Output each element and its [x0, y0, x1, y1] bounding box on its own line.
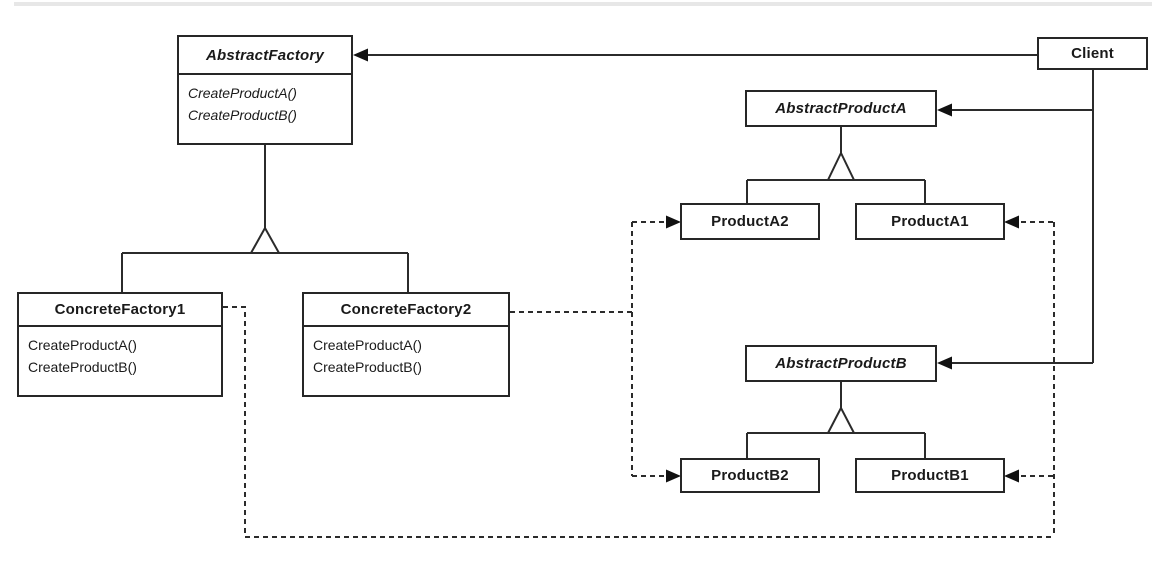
producta-inheritance-connector — [746, 179, 926, 203]
inheritance-triangle-icon — [826, 405, 856, 434]
class-name-producta1: ProductA1 — [891, 213, 969, 230]
class-box-concretefactory1: ConcreteFactory1 CreateProductA() Create… — [17, 292, 223, 397]
class-name-concretefactory1: ConcreteFactory1 — [19, 294, 221, 327]
class-box-abstractfactory: AbstractFactory CreateProductA() CreateP… — [177, 35, 353, 145]
class-name-abstractproducta: AbstractProductA — [775, 100, 907, 117]
class-box-concretefactory2: ConcreteFactory2 CreateProductA() Create… — [302, 292, 510, 397]
concretefactory1-creates-path — [223, 306, 1054, 538]
filled-arrowhead-icon — [1004, 469, 1019, 483]
factories-inheritance-connector — [121, 252, 409, 292]
method-list: CreateProductA() CreateProductB() — [304, 327, 508, 378]
top-divider — [14, 2, 1152, 6]
class-box-abstractproducta: AbstractProductA — [745, 90, 937, 127]
class-box-producta1: ProductA1 — [855, 203, 1005, 240]
method-createproductb: CreateProductB() — [188, 107, 297, 123]
method-createproducta: CreateProductA() — [313, 337, 422, 353]
class-name-client: Client — [1071, 45, 1114, 62]
method-createproducta: CreateProductA() — [188, 85, 297, 101]
productb-inheritance-connector — [746, 432, 926, 458]
class-name-producta2: ProductA2 — [711, 213, 789, 230]
filled-arrowhead-icon — [666, 215, 681, 229]
filled-arrowhead-icon — [353, 48, 368, 62]
filled-arrowhead-icon — [937, 356, 952, 370]
inheritance-triangle-icon — [826, 150, 856, 181]
class-box-client: Client — [1037, 37, 1148, 70]
class-box-productb1: ProductB1 — [855, 458, 1005, 493]
filled-arrowhead-icon — [666, 469, 681, 483]
class-name-abstractfactory: AbstractFactory — [179, 37, 351, 75]
method-createproductb: CreateProductB() — [313, 359, 422, 375]
method-list: CreateProductA() CreateProductB() — [19, 327, 221, 378]
class-name-productb1: ProductB1 — [891, 467, 969, 484]
filled-arrowhead-icon — [937, 103, 952, 117]
method-list: CreateProductA() CreateProductB() — [179, 75, 351, 126]
filled-arrowhead-icon — [1004, 215, 1019, 229]
class-box-productb2: ProductB2 — [680, 458, 820, 493]
class-name-abstractproductb: AbstractProductB — [775, 355, 907, 372]
method-createproductb: CreateProductB() — [28, 359, 137, 375]
inheritance-triangle-icon — [249, 225, 281, 254]
class-box-producta2: ProductA2 — [680, 203, 820, 240]
class-box-abstractproductb: AbstractProductB — [745, 345, 937, 382]
class-name-productb2: ProductB2 — [711, 467, 789, 484]
class-name-concretefactory2: ConcreteFactory2 — [304, 294, 508, 327]
method-createproducta: CreateProductA() — [28, 337, 137, 353]
